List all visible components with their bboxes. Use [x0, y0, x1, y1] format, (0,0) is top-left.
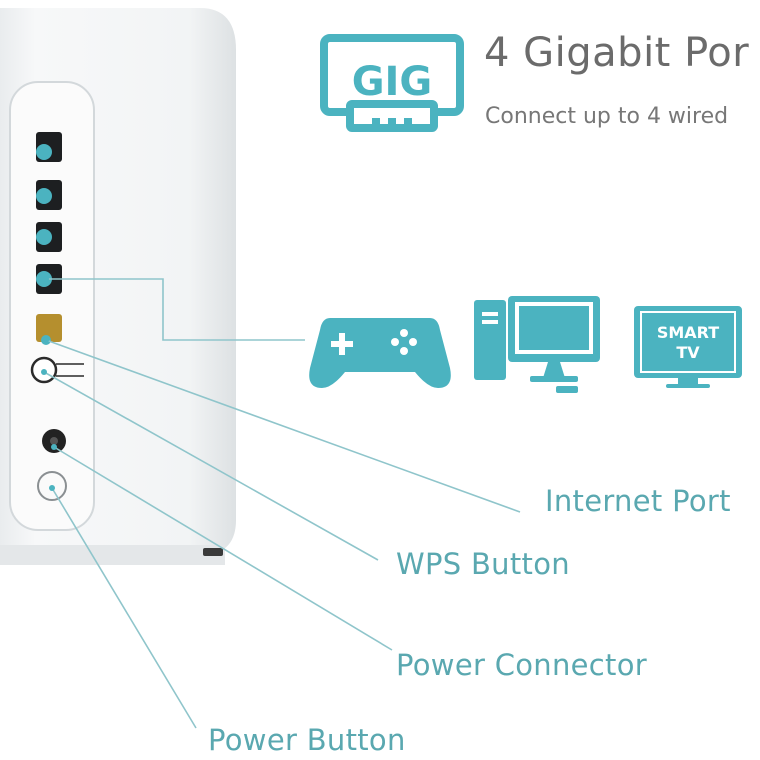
- router-vent: [203, 548, 223, 556]
- smart-tv-line2: TV: [676, 343, 700, 362]
- leader-line-power-connector: [53, 446, 393, 651]
- router-foot: [0, 545, 225, 565]
- badge-text: GIG: [352, 59, 433, 105]
- lan-port-2: [36, 180, 62, 210]
- leader-lines: [43, 278, 521, 729]
- label-wps-button: WPS Button: [396, 547, 570, 581]
- leader-line-power-button: [51, 487, 197, 729]
- label-internet-port: Internet Port: [545, 484, 731, 518]
- label-power-connector: Power Connector: [396, 648, 647, 682]
- leader-line-internet: [45, 339, 521, 513]
- power-connector-graphic: [42, 429, 66, 453]
- leader-line-lan: [46, 278, 305, 341]
- header-subtitle: Connect up to 4 wired: [485, 104, 729, 129]
- header-title: 4 Gigabit Por: [484, 30, 750, 76]
- label-power-button: Power Button: [208, 723, 406, 757]
- smart-tv-line1: SMART: [657, 323, 719, 342]
- lan-port-3: [36, 222, 62, 252]
- rear-panel: [9, 81, 95, 531]
- leader-line-wps: [43, 371, 379, 561]
- lan-port-1: [36, 132, 62, 162]
